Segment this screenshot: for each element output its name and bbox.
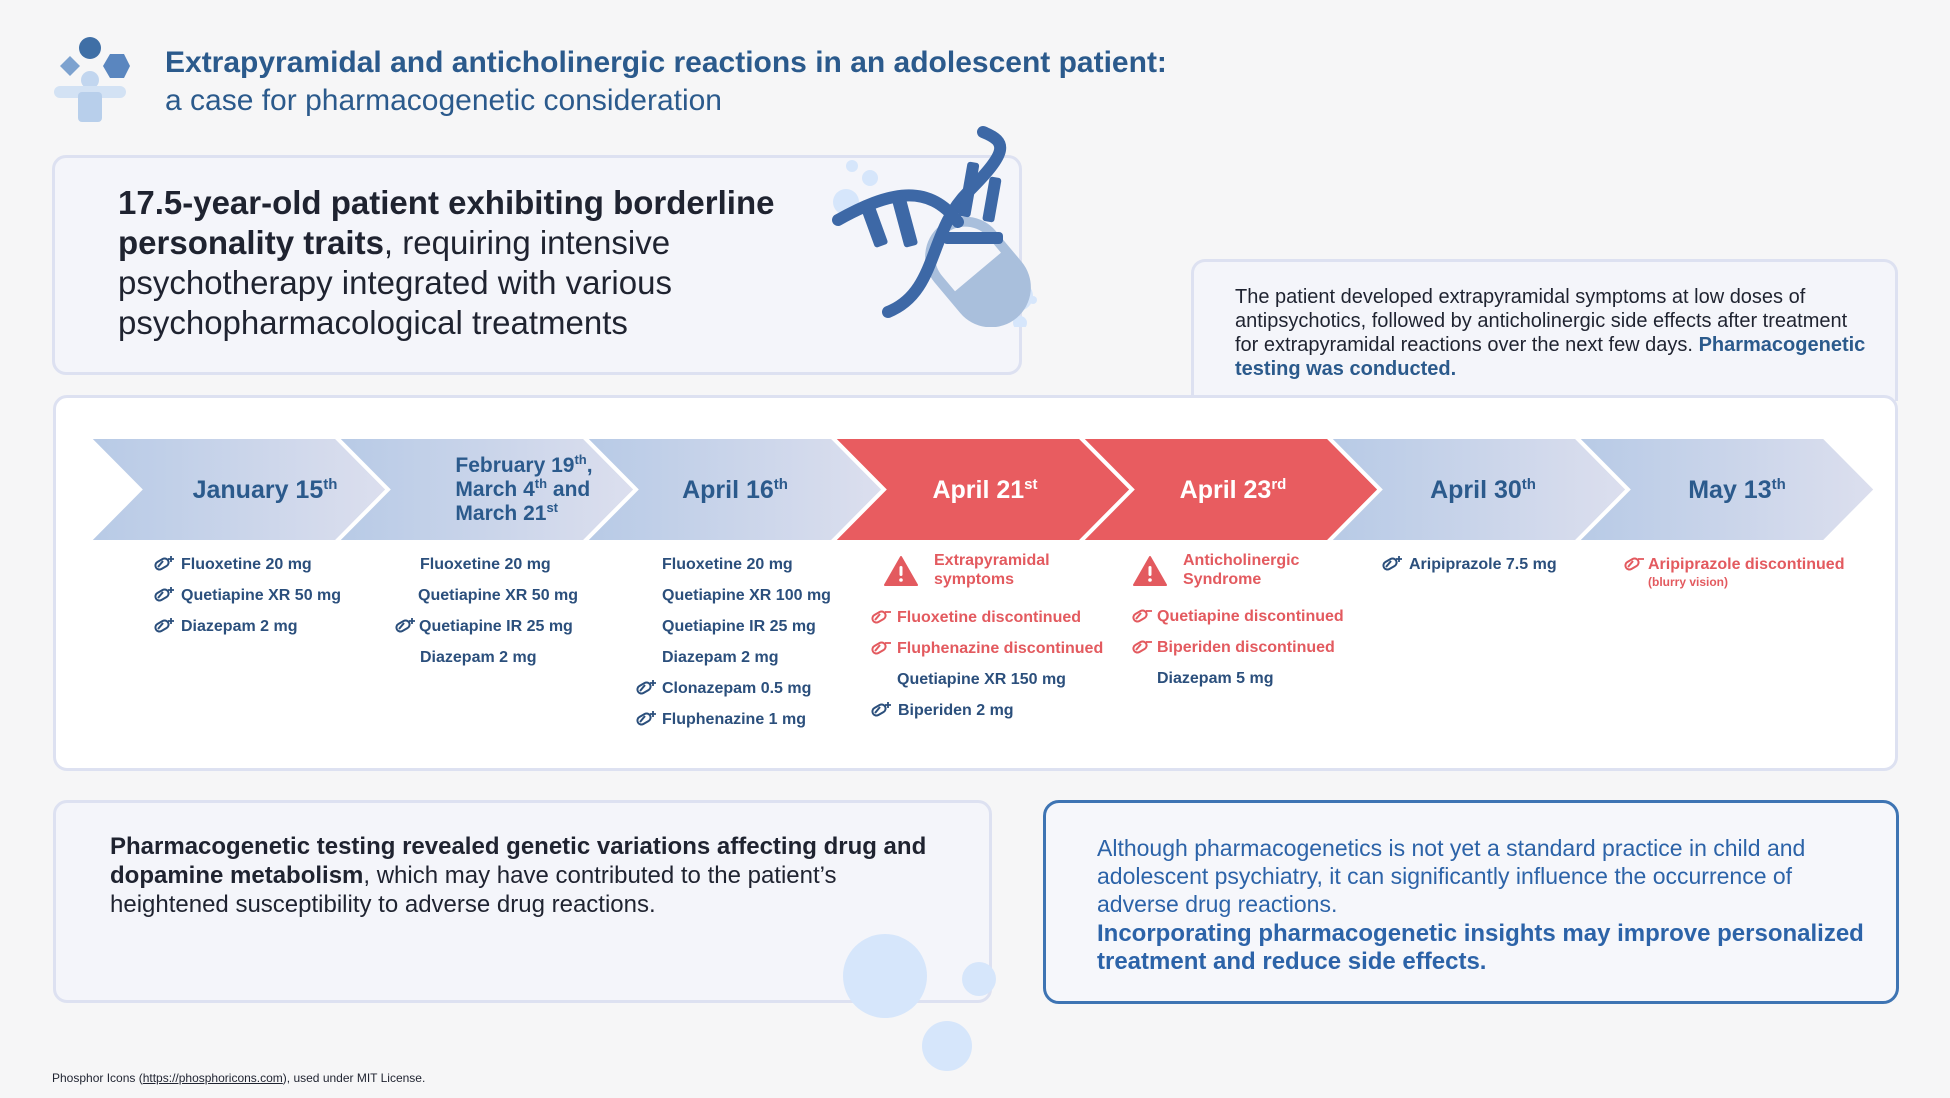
summary-card: [1191, 259, 1898, 401]
summary-highlight: Pharmacogenetic testing was conducted.: [1235, 334, 1866, 380]
med-item: Quetiapine XR 50 mg: [418, 587, 579, 604]
pill-remove-icon: [1132, 609, 1152, 623]
conclusion-text: Although pharmacogenetics is not yet a s…: [1097, 834, 1867, 976]
pill-add-icon: [154, 587, 174, 602]
med-item: Quetiapine XR 150 mg: [897, 671, 1066, 688]
timeline-chevron: [1077, 437, 1383, 542]
timeline-chevron: [333, 437, 639, 542]
conclusion-card: [1043, 800, 1899, 1004]
genetic-rest: , which may have contributed to the pati…: [110, 862, 837, 918]
med-item: Diazepam 2 mg: [662, 649, 779, 666]
date-april-23: April 23rd: [1179, 475, 1287, 504]
patient-card: [52, 155, 1022, 375]
summary-body: The patient developed extrapyramidal sym…: [1235, 286, 1848, 356]
warning-icon: [1133, 556, 1167, 586]
date-january-15: January 15th: [192, 475, 338, 504]
date-feb-19-mar-4-mar-21: February 19th, March 4th and March 21st: [455, 451, 593, 525]
page-subtitle: a case for pharmacogenetic consideration: [165, 84, 722, 117]
warning-icon: [884, 556, 918, 586]
pill-add-icon: [636, 680, 656, 695]
med-item: Fluoxetine discontinued: [897, 609, 1082, 626]
timeline-chevron: [88, 437, 391, 542]
page-title: Extrapyramidal and anticholinergic react…: [165, 46, 1167, 79]
patient-description: 17.5-year-old patient exhibiting borderl…: [118, 183, 818, 343]
pill-add-icon: [636, 711, 656, 726]
conclusion-highlight: Incorporating pharmacogenetic insights m…: [1097, 920, 1864, 975]
med-item: Biperiden discontinued: [1157, 639, 1335, 656]
med-item: Aripiprazole discontinued: [1648, 556, 1845, 573]
patient-description-bold: 17.5-year-old patient exhibiting borderl…: [118, 184, 775, 261]
med-item: Diazepam 2 mg: [420, 649, 537, 666]
med-item: Quetiapine IR 25 mg: [419, 618, 573, 635]
date-may-13: May 13th: [1688, 475, 1786, 504]
med-item: Fluoxetine 20 mg: [662, 556, 793, 573]
timeline-chevron: [1325, 437, 1631, 542]
date-april-30: April 30th: [1430, 475, 1536, 504]
footer-link[interactable]: https://phosphoricons.com: [142, 1071, 283, 1085]
med-item: Biperiden 2 mg: [898, 702, 1014, 719]
genetic-bold: Pharmacogenetic testing revealed genetic…: [110, 833, 927, 889]
med-item: Fluoxetine 20 mg: [181, 556, 312, 573]
pill-remove-icon: [871, 641, 891, 655]
pill-remove-icon: [1624, 557, 1644, 571]
pill-add-icon: [154, 618, 174, 633]
pill-add-icon: [871, 702, 891, 717]
pill-add-icon: [1382, 556, 1402, 571]
summary-text: The patient developed extrapyramidal sym…: [1235, 285, 1875, 381]
med-item: Fluphenazine 1 mg: [662, 711, 807, 728]
timeline-chevrons: [88, 437, 1879, 542]
pill-add-icon: [154, 556, 174, 571]
decor-bubble: [962, 962, 996, 996]
med-item: Quetiapine XR 50 mg: [181, 587, 342, 604]
dna-capsule-icon: [832, 126, 1037, 327]
med-item: Fluoxetine 20 mg: [420, 556, 551, 573]
date-april-16: April 16th: [682, 475, 788, 504]
pill-remove-icon: [1132, 640, 1152, 654]
med-item: Aripiprazole 7.5 mg: [1409, 556, 1557, 573]
pill-add-icon: [395, 618, 415, 633]
patient-description-rest: , requiring intensive psychotherapy inte…: [118, 224, 672, 341]
timeline-chevron: [581, 437, 887, 542]
pill-remove-icon: [871, 610, 891, 624]
decor-bubble: [843, 934, 927, 1018]
med-item: Fluphenazine discontinued: [897, 640, 1104, 657]
date-april-21: April 21st: [932, 475, 1038, 504]
med-item: Clonazepam 0.5 mg: [662, 680, 812, 697]
genetic-card: [53, 800, 992, 1003]
timeline-chevron: [829, 437, 1135, 542]
med-item: Diazepam 5 mg: [1157, 670, 1274, 687]
footer-credit: Phosphor Icons (https://phosphoricons.co…: [52, 1071, 426, 1085]
people-network-logo-icon: [54, 37, 130, 122]
decor-bubble: [922, 1021, 972, 1071]
med-item: Quetiapine discontinued: [1157, 608, 1344, 625]
conclusion-body: Although pharmacogenetics is not yet a s…: [1097, 835, 1806, 917]
timeline-chevron: [1573, 437, 1879, 542]
med-item: Quetiapine XR 100 mg: [662, 587, 831, 604]
med-item: Quetiapine IR 25 mg: [662, 618, 816, 635]
med-item: Diazepam 2 mg: [181, 618, 298, 635]
med-note: (blurry vision): [1648, 575, 1729, 589]
genetic-text: Pharmacogenetic testing revealed genetic…: [110, 832, 950, 919]
